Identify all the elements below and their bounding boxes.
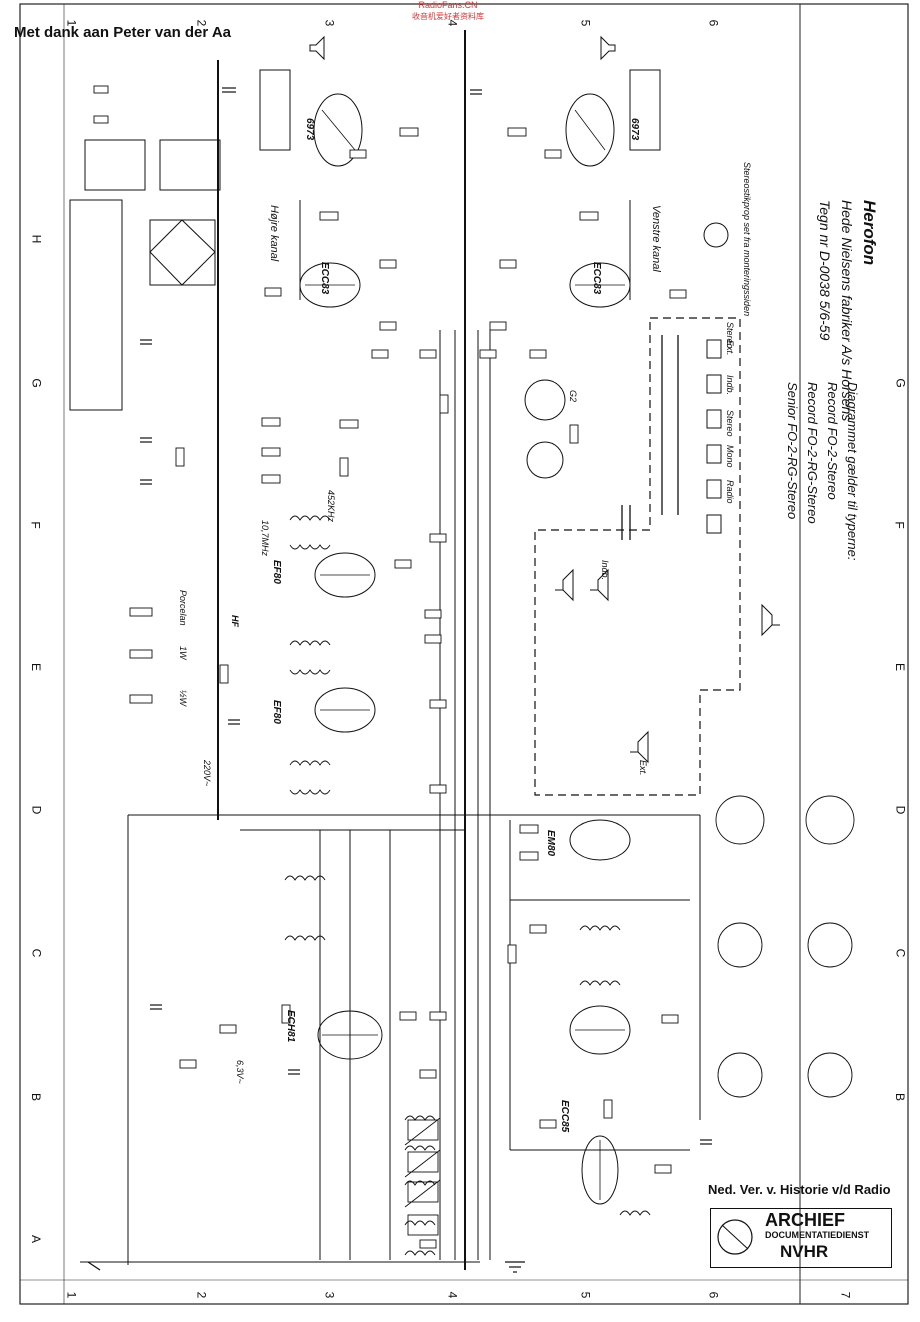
column-number-top: 6 [706, 19, 721, 27]
indb-label: Indb. [600, 560, 610, 581]
row-letter: F [28, 521, 43, 529]
channel-label-right: Højre kanal [268, 205, 280, 262]
legend-porcelain: Porcelan [178, 590, 188, 626]
tube-label: EF80 [271, 560, 282, 584]
hf-label: HF [230, 615, 240, 627]
switch-position: Indb. [725, 375, 735, 396]
watermark-site: RadioFans.CN [418, 0, 478, 10]
diagram-note-model: Senior FO-2-RG-Stereo [785, 382, 800, 520]
legend-1w: 1W [178, 646, 188, 660]
heater-label: 6,3V~ [235, 1060, 245, 1084]
row-letter: C [893, 948, 908, 958]
diagram-note-heading: Diagrammet gælder til typerne: [845, 382, 860, 561]
g2-label: G2 [568, 390, 578, 403]
watermark-sub: 收音机爱好者资料库 [412, 12, 484, 21]
row-letter: B [29, 1092, 44, 1102]
archive-org: Ned. Ver. v. Historie v/d Radio [708, 1182, 891, 1197]
tube-label: ECC85 [559, 1100, 570, 1133]
row-letter: H [29, 234, 44, 244]
tube-label: ECH81 [285, 1010, 296, 1043]
switch-position: Stereo [725, 410, 735, 437]
credit-text: Met dank aan Peter van der Aa [14, 24, 232, 41]
tube-label: EF80 [271, 700, 282, 724]
legend-half-w: ½W [178, 690, 188, 707]
row-letter: G [29, 378, 44, 388]
freq-label: 10,7MHz [260, 520, 270, 557]
stereo-plug-note: Stereostikprop set fra monteringssiden [742, 162, 752, 317]
tube-label: ECC83 [591, 262, 602, 295]
archive-dept: DOCUMENTATIEDIENST [765, 1230, 870, 1240]
column-number-top: 1 [64, 19, 79, 27]
watermark: RadioFans.CN 收音机爱好者资料库 [412, 0, 484, 22]
switch-position: Stereo [725, 322, 735, 349]
archive-abbr: NVHR [780, 1242, 829, 1261]
column-number-bottom: 7 [838, 1291, 853, 1299]
column-number-bottom: 5 [578, 1291, 593, 1299]
ext-label: Ext. [638, 760, 648, 776]
row-letter: B [893, 1092, 908, 1102]
row-letter: C [29, 948, 44, 958]
channel-label-left: Venstre kanal [650, 205, 662, 272]
switch-position: Radio [725, 480, 735, 504]
row-letter: A [29, 1234, 44, 1244]
archive-stamp-frame [710, 1208, 892, 1268]
column-number-bottom: 6 [706, 1291, 721, 1299]
tube-label: 6973 [304, 118, 315, 141]
tube-label: 6973 [629, 118, 640, 141]
mains-label: 220V~ [202, 760, 212, 787]
diagram-note: Diagrammet gælder til typerne: Record FO… [782, 382, 862, 560]
column-number-top: 5 [578, 19, 593, 27]
column-number-bottom: 4 [445, 1291, 460, 1299]
row-letter: E [893, 662, 908, 672]
tube-label: EM80 [545, 830, 556, 857]
row-letter: D [29, 805, 44, 815]
freq-label: 452KHz [326, 490, 336, 523]
archive-title: ARCHIEF [765, 1210, 845, 1230]
column-number-top: 3 [322, 19, 337, 27]
row-letter: F [892, 521, 907, 529]
switch-position: Mono [725, 445, 735, 468]
column-number-bottom: 3 [322, 1291, 337, 1299]
diagram-note-model: Record FO-2-RG-Stereo [805, 382, 820, 524]
column-number-top: 2 [194, 19, 209, 27]
column-number-bottom: 2 [194, 1291, 209, 1299]
tube-label: ECC83 [319, 262, 330, 295]
row-letter: E [29, 662, 44, 672]
column-number-bottom: 1 [64, 1291, 79, 1299]
column-number-top: 4 [445, 19, 460, 27]
row-letter: G [893, 378, 908, 388]
diagram-note-model: Record FO-2-Stereo [825, 382, 840, 500]
row-letter: D [893, 805, 908, 815]
